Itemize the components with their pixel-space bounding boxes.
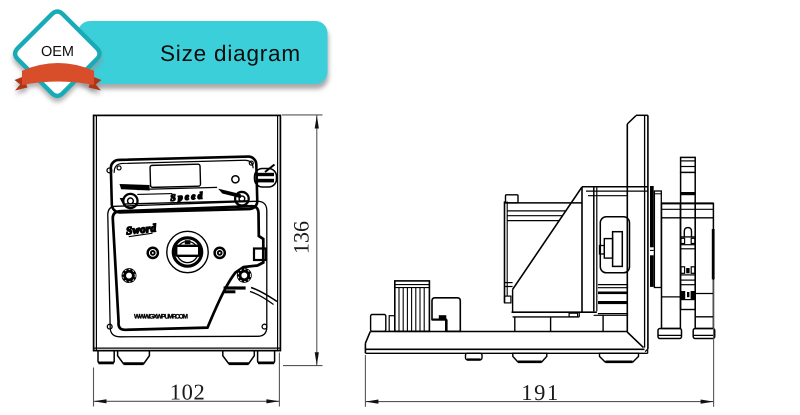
svg-text:102: 102 (170, 379, 205, 404)
svg-text:Size diagram: Size diagram (160, 41, 301, 66)
svg-text:OEM: OEM (41, 44, 74, 60)
svg-text:WWW.GXWPUMP.COM: WWW.GXWPUMP.COM (134, 314, 188, 321)
svg-text:191: 191 (521, 380, 558, 405)
svg-text:Speed: Speed (170, 192, 203, 204)
svg-text:136: 136 (289, 221, 314, 254)
